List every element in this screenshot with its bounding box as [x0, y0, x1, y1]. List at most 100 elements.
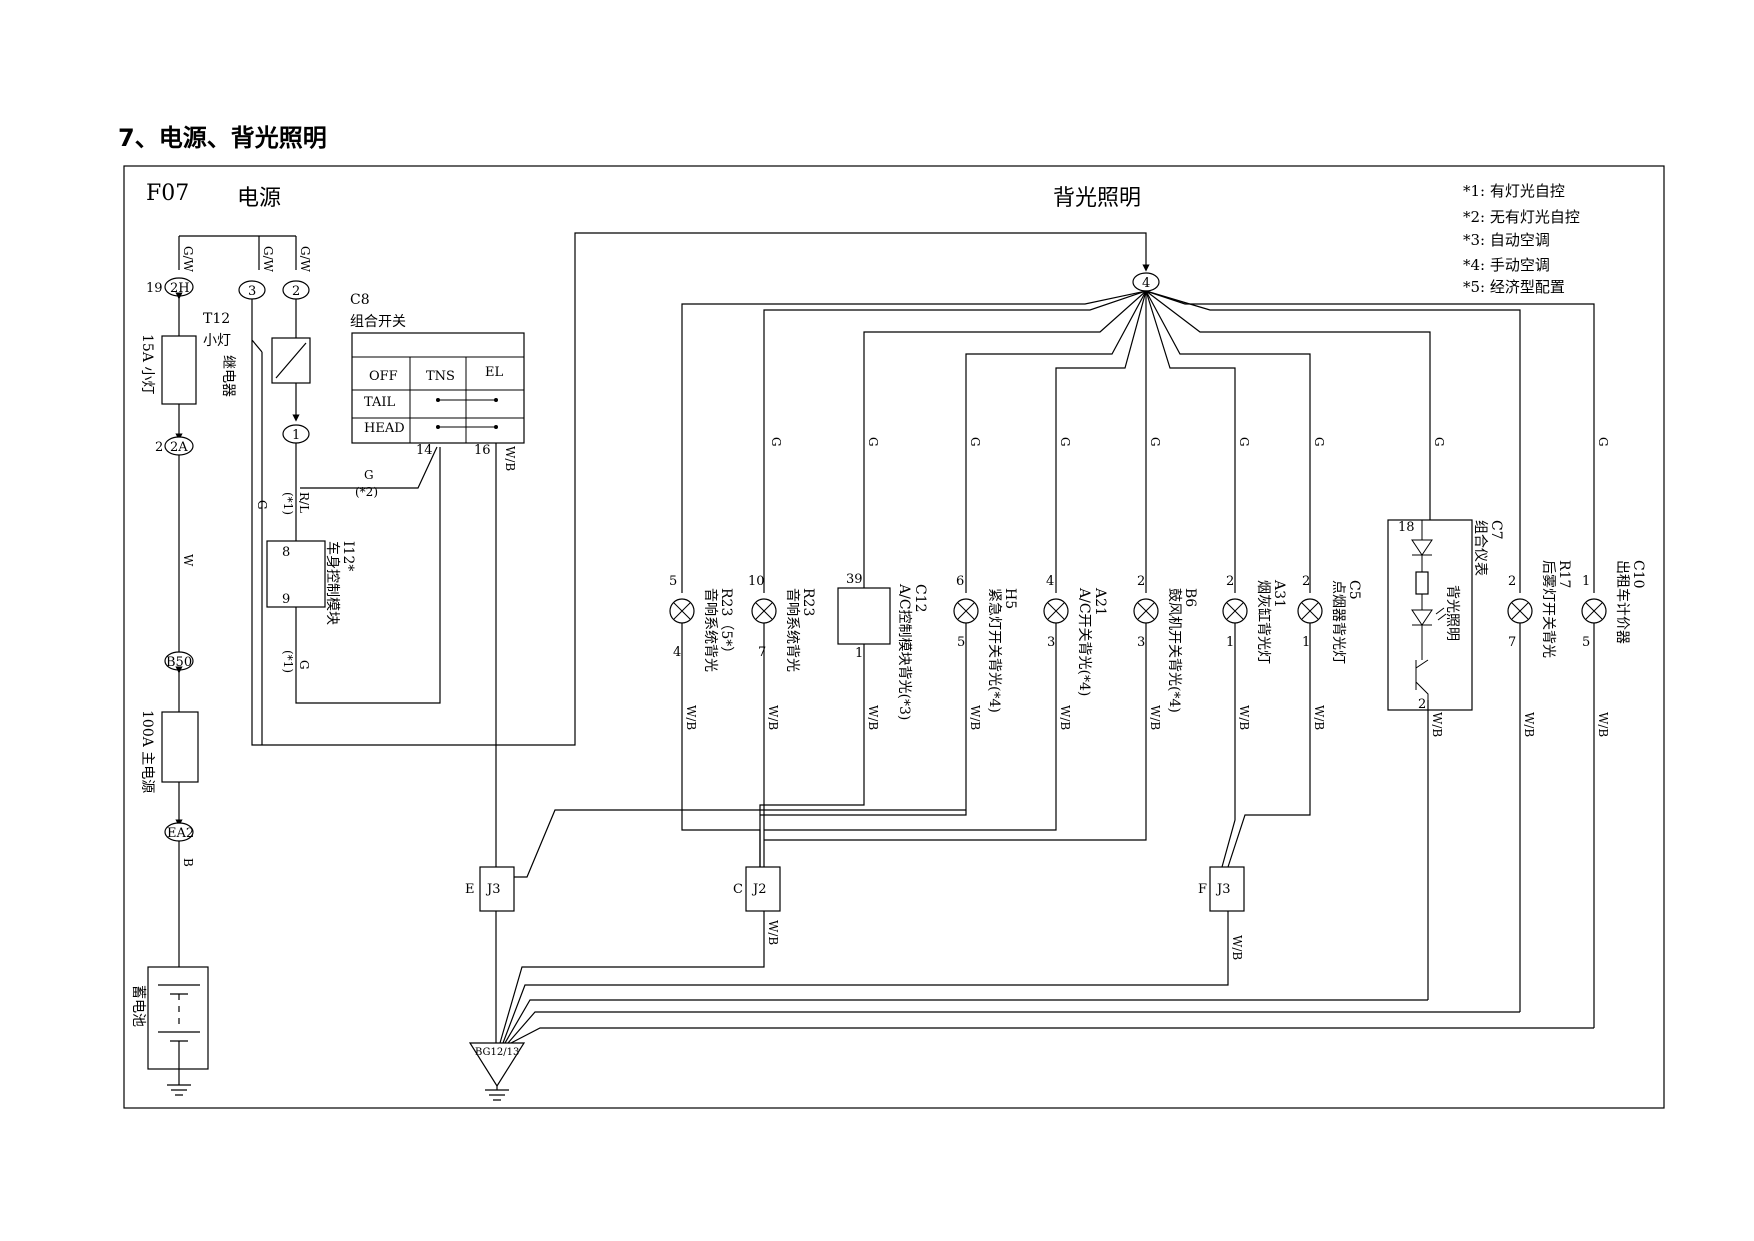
battery-label: 蓄电池: [130, 985, 146, 1027]
svg-text:7: 7: [1508, 635, 1516, 650]
connector-EA2-label: EA2: [167, 826, 194, 841]
bcm-code: I12*: [340, 541, 356, 571]
switch-code: C8: [350, 292, 370, 308]
svg-text:J2: J2: [751, 882, 766, 897]
wire-label: G: [769, 437, 783, 447]
wire-label: G: [866, 437, 880, 447]
battery-ground-icon: [167, 1069, 191, 1096]
fuse-15a-label: 15A 小灯: [139, 334, 155, 394]
wire-label: W/B: [1230, 935, 1244, 960]
svg-text:鼓风机开关背光(*4): 鼓风机开关背光(*4): [1166, 588, 1182, 713]
bcm-pin-9: 9: [282, 592, 290, 607]
svg-text:B6: B6: [1182, 588, 1198, 607]
load-c5: 2 1 C5 点烟器背光灯: [1297, 574, 1362, 664]
bcm-name: 车身控制模块: [324, 541, 341, 625]
svg-text:7: 7: [758, 645, 766, 660]
svg-text:烟灰缸背光灯: 烟灰缸背光灯: [1255, 580, 1272, 664]
svg-text:1: 1: [855, 646, 863, 661]
bcm-box: [266, 540, 326, 608]
wire-label: W/B: [1237, 705, 1251, 730]
svg-text:H5: H5: [1002, 588, 1018, 609]
diagram-code: F07: [146, 181, 189, 206]
power-section-title: 电源: [237, 186, 281, 211]
wire-label: W/B: [1596, 712, 1610, 737]
wire-label: G: [1596, 437, 1610, 447]
svg-text:6: 6: [956, 574, 964, 589]
note-label: (*1): [281, 650, 295, 673]
wire-label: G/W: [298, 246, 312, 273]
wire-label: W/B: [1058, 705, 1072, 730]
wire-label: W/B: [866, 705, 880, 730]
wire-label: W/B: [1522, 712, 1536, 737]
svg-text:3: 3: [1047, 635, 1055, 650]
relay-name-2: 继电器: [220, 355, 236, 397]
wire-label: W/B: [766, 705, 780, 730]
wire-label: G/W: [261, 246, 275, 273]
connector-3-label: 3: [248, 284, 256, 299]
svg-text:E: E: [465, 882, 475, 897]
svg-text:R17: R17: [1556, 560, 1572, 588]
svg-text:音响系统背光: 音响系统背光: [784, 588, 801, 672]
fuse-15a: [161, 335, 197, 405]
note-2: *2: 无有灯光自控: [1463, 208, 1580, 226]
load-a31: 2 1 A31 烟灰缸背光灯: [1222, 574, 1287, 664]
junction-e-j3: J3 E: [465, 809, 966, 1043]
svg-text:后雾灯开关背光: 后雾灯开关背光: [1540, 560, 1556, 658]
note-label: (*1): [281, 492, 295, 515]
load-r23-5: 5 4 R23（5*） 音响系统背光: [669, 574, 734, 672]
relay-code: T12: [203, 311, 230, 327]
load-c10: 1 5 C10 出租车计价器: [1581, 560, 1646, 650]
load-b6: 2 3 B6 鼓风机开关背光(*4): [1133, 574, 1198, 713]
power-section: G/W G/W G/W 2H 19 15A 小灯 2A 2 W B50 100A…: [130, 232, 1150, 1096]
switch-row-head: HEAD: [364, 421, 405, 436]
switch-pin-14: 14: [416, 443, 433, 458]
wire-label: W: [181, 554, 195, 567]
svg-text:1: 1: [1226, 635, 1234, 650]
wire-label: W/B: [968, 705, 982, 730]
battery-box: [147, 966, 209, 1070]
svg-text:音响系统背光: 音响系统背光: [702, 588, 719, 672]
load-a21: 4 3 A21 A/C开关背光(*4): [1043, 574, 1108, 696]
wire-label: G: [1312, 437, 1326, 447]
svg-text:紧急灯开关背光(*4): 紧急灯开关背光(*4): [986, 588, 1002, 713]
connector-2H-label: 2H: [170, 281, 190, 296]
wire-label: W/B: [1148, 705, 1162, 730]
svg-text:F: F: [1198, 882, 1207, 897]
svg-text:5: 5: [669, 574, 677, 589]
wire-label: G: [1237, 437, 1251, 447]
page-title: 7、电源、背光照明: [118, 124, 327, 152]
svg-text:C5: C5: [1346, 580, 1362, 600]
wire-label: W/B: [1312, 705, 1326, 730]
svg-text:A/C控制模块背光(*3): A/C控制模块背光(*3): [896, 583, 912, 720]
svg-text:J3: J3: [485, 882, 500, 897]
svg-text:C: C: [733, 882, 743, 897]
fuse-100a: [161, 711, 199, 783]
note-label: (*2): [355, 485, 378, 499]
load-r23: 10 7 R23 音响系统背光: [748, 574, 816, 672]
load-r17: 2 7 R17 后雾灯开关背光: [1507, 560, 1572, 658]
svg-text:背光照明: 背光照明: [1444, 585, 1460, 641]
connector-B50-label: B50: [166, 655, 192, 670]
wire-label: G: [255, 500, 269, 510]
svg-text:4: 4: [673, 645, 681, 660]
notes-legend: *1: 有灯光自控 *2: 无有灯光自控 *3: 自动空调 *4: 手动空调 *…: [1463, 182, 1580, 296]
switch-col-tns: TNS: [426, 369, 455, 384]
switch-pin-16: 16: [474, 443, 491, 458]
junction-c-j2: J2 C W/B: [499, 866, 781, 1044]
bcm-pin-8: 8: [282, 545, 290, 560]
svg-text:10: 10: [748, 574, 765, 589]
svg-text:出租车计价器: 出租车计价器: [1614, 560, 1631, 644]
switch-row-tail: TAIL: [364, 395, 395, 410]
relay-name-1: 小灯: [203, 333, 231, 349]
svg-text:J3: J3: [1215, 882, 1230, 897]
svg-text:C12: C12: [912, 584, 928, 613]
svg-text:5: 5: [1582, 635, 1590, 650]
pin-2: 2: [155, 440, 163, 455]
wire-label: W/B: [766, 920, 780, 945]
load-c7: 18 2 C7 组合仪表 背光照明: [1387, 519, 1504, 712]
svg-text:5: 5: [957, 635, 965, 650]
junction-f-j3: J3 F W/B: [502, 866, 1245, 1044]
svg-text:A21: A21: [1092, 587, 1108, 616]
backlight-section-title: 背光照明: [1053, 186, 1141, 211]
